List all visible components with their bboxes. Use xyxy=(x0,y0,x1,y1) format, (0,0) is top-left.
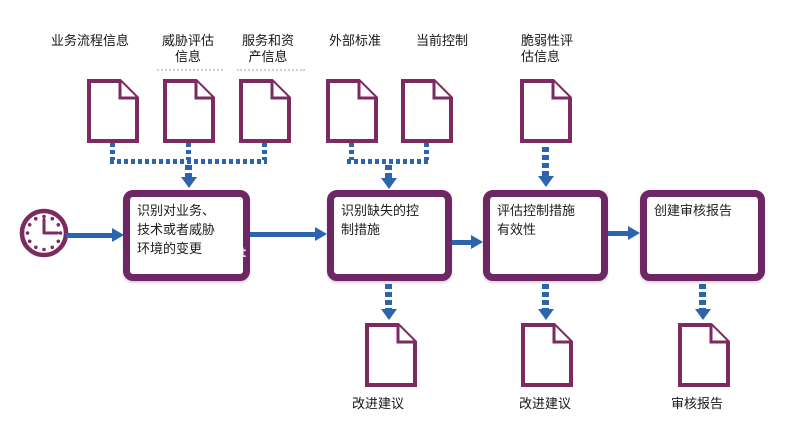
input-label-vulnerability-assessment: 脆弱性评 估信息 xyxy=(521,34,574,65)
dashed-connector xyxy=(110,143,115,160)
dotted-underline xyxy=(237,69,305,71)
watermark-artifact: t xyxy=(117,246,124,261)
document-icon xyxy=(521,323,573,387)
dashed-connector xyxy=(186,143,191,160)
clock-icon xyxy=(19,208,69,258)
dashed-connector xyxy=(262,143,267,160)
input-label-threat-assessment: 威胁评估 信息 xyxy=(161,34,214,65)
arrowhead-right-icon xyxy=(471,235,483,249)
flow-arrow xyxy=(250,232,315,237)
dashed-connector xyxy=(110,159,267,164)
arrowhead-right-icon xyxy=(628,226,640,240)
input-label-business-process: 业务流程信息 xyxy=(50,34,129,49)
document-icon xyxy=(239,79,291,143)
arrowhead-down-icon xyxy=(381,309,397,320)
dashed-arrow xyxy=(542,147,549,176)
arrowhead-down-icon xyxy=(181,177,197,188)
flow-arrow xyxy=(66,233,112,238)
document-icon xyxy=(163,79,215,143)
document-icon xyxy=(87,79,139,143)
watermark-artifact: t xyxy=(240,246,247,261)
flow-arrow xyxy=(608,231,628,236)
process-box-identify-missing-controls: 识别缺失的控 制措施 xyxy=(327,190,452,281)
document-icon xyxy=(520,79,572,143)
dotted-underline xyxy=(157,69,223,71)
dashed-arrow xyxy=(699,284,706,309)
process-box-create-audit-report: 创建审核报告 xyxy=(640,190,765,281)
dashed-arrow xyxy=(385,165,392,178)
flow-arrow xyxy=(452,240,471,245)
dashed-arrow xyxy=(185,165,192,177)
arrowhead-right-icon xyxy=(315,227,327,241)
dashed-connector xyxy=(424,143,429,160)
dashed-connector xyxy=(347,159,429,164)
process-box-identify-changes: 识别对业务、 技术或者威胁 环境的变更 xyxy=(123,190,250,281)
arrowhead-down-icon xyxy=(695,309,711,320)
document-icon xyxy=(365,323,417,387)
input-label-current-control: 当前控制 xyxy=(415,34,468,49)
dashed-arrow xyxy=(385,284,392,309)
document-icon xyxy=(678,323,730,387)
output-label-audit-report: 审核报告 xyxy=(670,397,723,412)
input-label-service-asset: 服务和资 产信息 xyxy=(241,34,294,65)
document-icon xyxy=(401,79,453,143)
output-label-improvement-suggestion-2: 改进建议 xyxy=(518,397,571,412)
arrowhead-down-icon xyxy=(381,178,397,189)
arrowhead-down-icon xyxy=(538,176,554,187)
input-label-external-standard: 外部标准 xyxy=(328,34,381,49)
dashed-arrow xyxy=(542,284,549,309)
arrowhead-right-icon xyxy=(112,228,124,242)
document-icon xyxy=(326,79,378,143)
output-label-improvement-suggestion-1: 改进建议 xyxy=(351,397,404,412)
arrowhead-down-icon xyxy=(538,309,554,320)
process-box-evaluate-control-effectiveness: 评估控制措施 有效性 xyxy=(483,190,608,281)
watermark-artifact: s xyxy=(429,213,437,228)
dashed-connector xyxy=(349,143,354,160)
